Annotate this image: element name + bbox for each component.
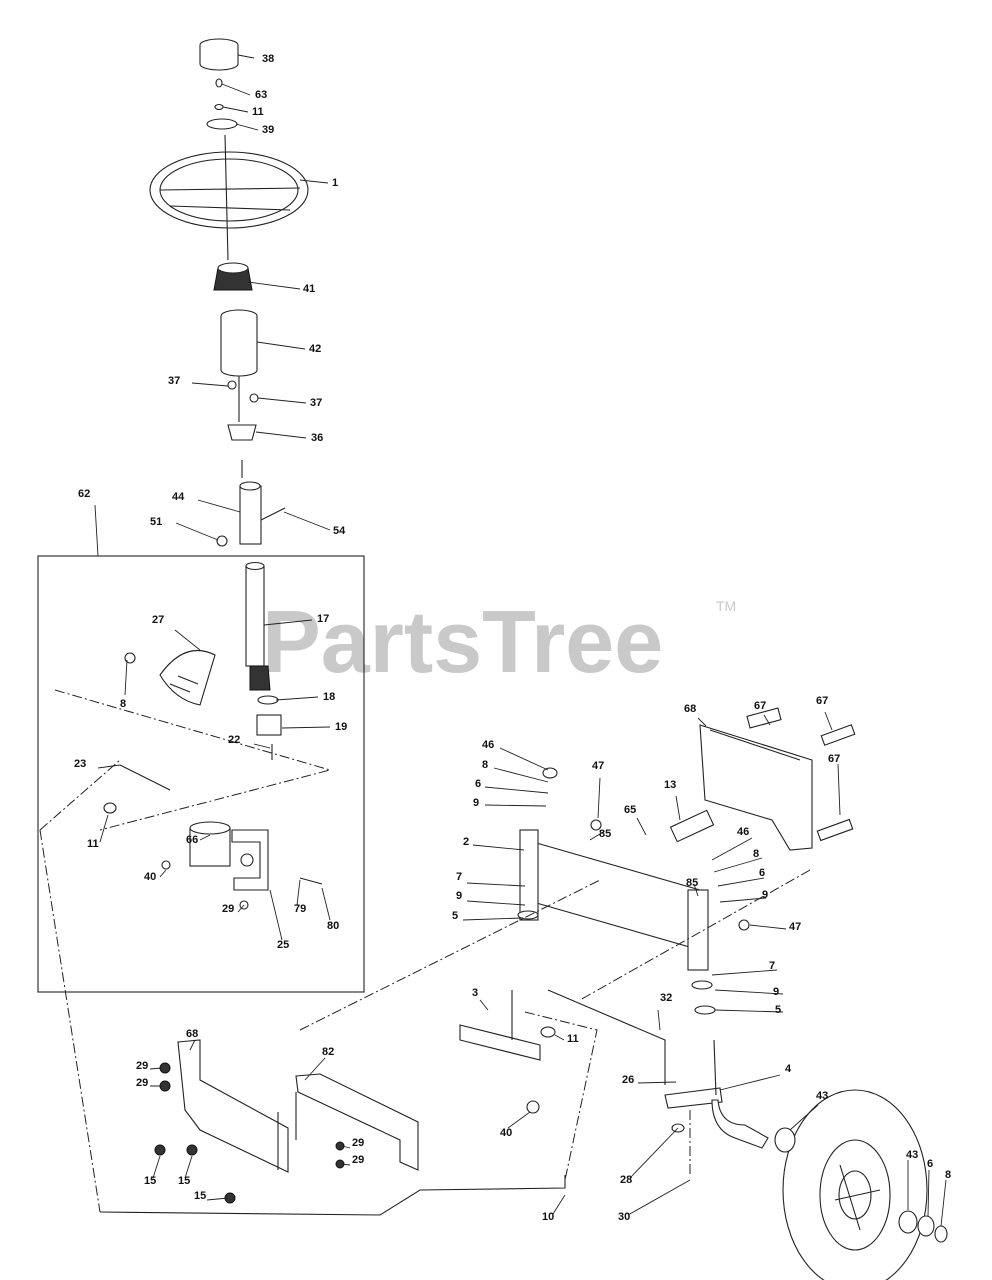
callout-c40b: 40 (500, 1127, 512, 1139)
callout-c65: 65 (624, 804, 636, 816)
callout-c8a: 8 (120, 698, 126, 710)
callout-c29c: 29 (136, 1077, 148, 1089)
callout-c1: 1 (332, 177, 338, 189)
callout-c8b: 8 (482, 759, 488, 771)
callout-c18: 18 (323, 691, 335, 703)
callout-c63: 63 (255, 89, 267, 101)
callout-c82: 82 (322, 1046, 334, 1058)
steering-shaft-tube (216, 309, 286, 547)
callout-c30: 30 (618, 1211, 630, 1223)
callout-c4: 4 (785, 1063, 792, 1075)
callout-c17: 17 (317, 613, 329, 625)
callout-c15b: 15 (178, 1175, 190, 1187)
steering-wheel-part (149, 134, 309, 261)
callout-c22: 22 (228, 734, 240, 746)
steering-gear-part (213, 262, 253, 291)
callout-c38: 38 (262, 53, 274, 65)
spindle-right-part (664, 1039, 769, 1149)
callout-c67c: 67 (828, 753, 840, 765)
callout-c43b: 43 (906, 1149, 918, 1161)
callout-c39: 39 (262, 124, 274, 136)
sector-gear-part (124, 650, 216, 706)
callout-c2: 2 (463, 836, 469, 848)
callout-c68a: 68 (684, 703, 696, 715)
steering-cap-part (199, 38, 239, 130)
box-dash-guides (39, 689, 332, 831)
callout-c7b: 7 (769, 960, 775, 972)
callout-c47b: 47 (789, 921, 801, 933)
callout-c25: 25 (277, 939, 289, 951)
callout-c5a: 5 (452, 910, 458, 922)
callout-c43a: 43 (816, 1090, 828, 1102)
callout-c23: 23 (74, 758, 86, 770)
callout-c11c: 11 (567, 1033, 579, 1045)
callout-c15c: 15 (194, 1190, 206, 1202)
callout-c46a: 46 (482, 739, 494, 751)
steering-pinion-shaft (245, 561, 282, 760)
partstree-watermark: PartsTree TM (262, 592, 736, 691)
callout-c36: 36 (311, 432, 323, 444)
callout-c29b: 29 (136, 1060, 148, 1072)
callout-c44: 44 (172, 491, 185, 503)
callout-c67b: 67 (816, 695, 828, 707)
callout-c40a: 40 (144, 871, 156, 883)
callout-c29a: 29 (222, 903, 234, 915)
callout-c47a: 47 (592, 760, 604, 772)
callout-c37b: 37 (310, 397, 322, 409)
callout-c66: 66 (186, 834, 198, 846)
callout-c68b: 68 (186, 1028, 198, 1040)
support-bracket-part (103, 764, 323, 910)
callout-c41: 41 (303, 283, 315, 295)
callout-c26: 26 (622, 1074, 634, 1086)
watermark-trademark: TM (716, 598, 736, 614)
callout-c8d: 8 (945, 1169, 951, 1181)
callout-c62: 62 (78, 488, 90, 500)
callout-c9b: 9 (762, 889, 768, 901)
callout-c15a: 15 (144, 1175, 156, 1187)
callout-c9a: 9 (473, 797, 479, 809)
callout-c19: 19 (335, 721, 347, 733)
callout-c46b: 46 (737, 826, 749, 838)
callout-c3: 3 (472, 987, 478, 999)
callout-c85b: 85 (686, 877, 698, 889)
callout-c28: 28 (620, 1174, 632, 1186)
subassembly-box-62 (37, 555, 365, 993)
callout-c7a: 7 (456, 871, 462, 883)
callout-c10: 10 (542, 1211, 554, 1223)
callout-c11a: 11 (252, 106, 264, 118)
callout-c51: 51 (150, 516, 162, 528)
callout-c29d: 29 (352, 1137, 364, 1149)
callout-c9d: 9 (773, 986, 779, 998)
callout-c67a: 67 (754, 700, 766, 712)
callout-c37a: 37 (168, 375, 180, 387)
leader-lines (94, 54, 947, 1227)
callout-c6a: 6 (475, 778, 481, 790)
callout-c80: 80 (327, 920, 339, 932)
callout-c13: 13 (664, 779, 676, 791)
callout-c9c: 9 (456, 890, 462, 902)
callout-c54: 54 (333, 525, 346, 537)
callout-c6c: 6 (927, 1158, 933, 1170)
callout-c8c: 8 (753, 848, 759, 860)
axle-support-bracket (699, 707, 856, 851)
callout-c11b: 11 (87, 838, 99, 850)
callout-c85a: 85 (599, 828, 611, 840)
callout-c32: 32 (660, 992, 672, 1004)
drag-link-part (99, 989, 666, 1216)
callout-c6b: 6 (759, 867, 765, 879)
callout-c42: 42 (309, 343, 321, 355)
front-axle-part (517, 767, 750, 1015)
callout-c27: 27 (152, 614, 164, 626)
callout-c29e: 29 (352, 1154, 364, 1166)
callout-c5b: 5 (775, 1004, 781, 1016)
frame-brackets-part (154, 1039, 419, 1204)
axle-dash-guides (39, 829, 811, 1213)
front-wheel-part (774, 1089, 948, 1280)
watermark-brand: PartsTree (262, 592, 663, 691)
callout-c79: 79 (294, 903, 306, 915)
spindle-left-part (459, 990, 556, 1114)
